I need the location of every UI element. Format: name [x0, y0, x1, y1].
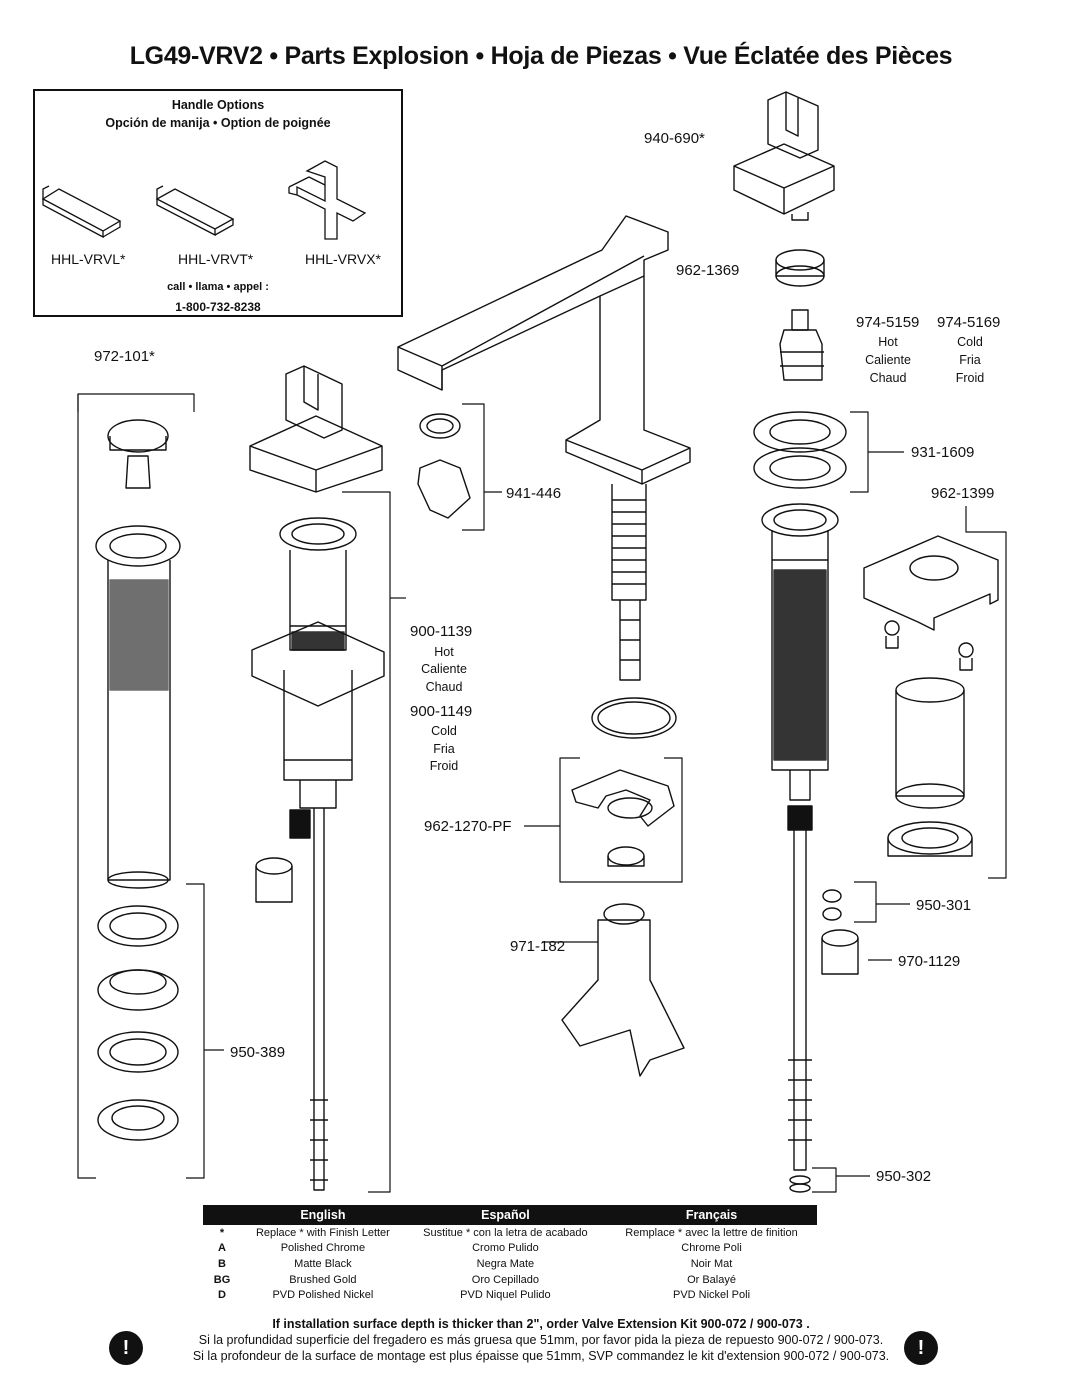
handle-option-vrvl: HHL-VRVL*	[51, 251, 126, 267]
spout-drawing	[397, 215, 691, 739]
page-title: LG49-VRV2 • Parts Explosion • Hoja de Pi…	[129, 42, 953, 70]
row-key: B	[218, 1257, 226, 1270]
table-row: BG Brushed Gold Oro Cepillado Or Balayé	[203, 1272, 817, 1288]
handle-options-box: Handle Options Opción de manija • Option…	[33, 89, 403, 317]
row-en: Polished Chrome	[280, 1242, 366, 1255]
row-en: PVD Polished Nickel	[272, 1289, 374, 1302]
handle-adapter-940-690-drawing	[733, 91, 835, 221]
finish-table: English Español Français * Replace * wit…	[203, 1205, 817, 1303]
row-key: BG	[213, 1273, 231, 1286]
row-en: Brushed Gold	[289, 1273, 357, 1286]
header-key	[203, 1205, 241, 1225]
label-931-1609: 931-1609	[911, 444, 975, 461]
note-french: Si la profondeur de la surface de montag…	[192, 1349, 890, 1363]
large-nut-drawing	[887, 821, 973, 857]
call-label: call • llama • appel :	[167, 281, 269, 293]
table-row: * Replace * with Finish Letter Sustitue …	[203, 1225, 817, 1241]
row-en: Replace * with Finish Letter	[255, 1226, 390, 1239]
row-es: Negra Mate	[476, 1257, 535, 1270]
label-974-5169-fria: Fria	[959, 353, 981, 367]
label-900-1149-fria: Fria	[433, 742, 455, 756]
label-971-182: 971-182	[510, 938, 566, 955]
table-row: A Polished Chrome Cromo Pulido Chrome Po…	[203, 1241, 817, 1257]
label-941-446: 941-446	[506, 485, 562, 502]
label-900-1139-hot: Hot	[434, 645, 454, 659]
label-974-5159-caliente: Caliente	[865, 353, 911, 367]
row-fr: Noir Mat	[690, 1257, 733, 1270]
label-974-5169-froid: Froid	[955, 371, 985, 385]
nut-970-1129-drawing	[821, 929, 859, 975]
row-key: A	[218, 1242, 226, 1255]
finish-table-header: English Español Français	[203, 1205, 817, 1225]
label-972-101: 972-101*	[94, 348, 155, 365]
label-950-302: 950-302	[876, 1168, 932, 1185]
handle-option-vrvt: HHL-VRVT*	[178, 251, 254, 267]
row-es: Oro Cepillado	[471, 1273, 540, 1286]
handle-cross-x-drawing	[288, 160, 367, 240]
label-974-5159-hot: Hot	[878, 335, 898, 349]
row-en: Matte Black	[294, 1257, 352, 1270]
drain-972-101-drawing	[95, 419, 181, 889]
leader-lines	[77, 393, 1007, 1193]
aerator-941-446-drawing	[417, 413, 471, 519]
right-valve-drawing	[761, 503, 839, 1193]
rings-931-1609-drawing	[753, 411, 847, 489]
handle-lever-l-drawing	[41, 185, 122, 239]
left-small-nut-drawing	[255, 857, 293, 903]
note-spanish: Si la profundidad superficie del fregade…	[198, 1333, 884, 1347]
header-english: English	[241, 1205, 405, 1225]
label-900-1139-chaud: Chaud	[425, 680, 463, 694]
warning-icon: !	[109, 1331, 143, 1365]
note-english: If installation surface depth is thicker…	[272, 1317, 810, 1331]
rings-950-389-drawing	[97, 905, 179, 1141]
label-900-1149-cold: Cold	[431, 724, 457, 738]
label-974-5169-cold: Cold	[957, 335, 983, 349]
table-row: D PVD Polished Nickel PVD Niquel Pulido …	[203, 1287, 817, 1303]
header-francais: Français	[606, 1205, 817, 1225]
label-950-389: 950-389	[230, 1044, 286, 1061]
row-es: Cromo Pulido	[472, 1242, 539, 1255]
installation-notes: If installation surface depth is thicker…	[0, 1317, 1082, 1363]
label-900-1139-caliente: Caliente	[421, 662, 467, 676]
label-900-1139: 900-1139	[410, 623, 473, 640]
phone-number: 1-800-732-8238	[175, 300, 261, 314]
row-fr: PVD Nickel Poli	[673, 1289, 751, 1302]
left-handle-adapter-drawing	[249, 365, 383, 493]
row-fr: Or Balayé	[687, 1273, 736, 1286]
label-940-690: 940-690*	[644, 130, 705, 147]
nut-962-1369-drawing	[775, 249, 825, 287]
label-900-1149: 900-1149	[410, 703, 473, 720]
label-974-5159-chaud: Chaud	[869, 371, 907, 385]
row-es: Sustitue * con la letra de acabado	[423, 1226, 588, 1239]
label-950-301: 950-301	[916, 897, 972, 914]
label-962-1369: 962-1369	[676, 262, 740, 279]
label-962-1270-pf: 962-1270-PF	[424, 818, 512, 835]
handle-options-subheading: Opción de manija • Option de poignée	[105, 116, 331, 130]
label-970-1129: 970-1129	[898, 953, 961, 970]
row-fr: Remplace * avec la lettre de finition	[625, 1226, 798, 1239]
table-row: B Matte Black Negra Mate Noir Mat	[203, 1256, 817, 1272]
cartridge-974-5159-drawing	[779, 309, 824, 381]
sleeve-drawing	[895, 677, 965, 809]
warning-icon: !	[904, 1331, 938, 1365]
label-974-5159: 974-5159	[856, 314, 920, 331]
o-rings-950-301-drawing	[822, 889, 842, 921]
row-es: PVD Niquel Pulido	[460, 1289, 551, 1302]
handle-lever-t-drawing	[155, 185, 235, 237]
left-valve-900-1139-drawing	[251, 517, 385, 1191]
label-900-1149-froid: Froid	[429, 759, 459, 773]
handle-drawings	[41, 160, 367, 240]
header-espanol: Español	[404, 1205, 607, 1225]
row-key: *	[219, 1226, 225, 1239]
mounting-971-182-drawing	[561, 903, 685, 1077]
label-962-1399: 962-1399	[931, 485, 995, 502]
bracket-962-1399-drawing	[863, 535, 999, 671]
handle-options-heading: Handle Options	[171, 98, 265, 112]
row-fr: Chrome Poli	[681, 1242, 742, 1255]
row-key: D	[218, 1289, 226, 1302]
handle-option-vrvx: HHL-VRVX*	[305, 251, 381, 267]
plate-962-1270-pf-drawing	[571, 769, 675, 867]
label-974-5169: 974-5169	[937, 314, 1001, 331]
